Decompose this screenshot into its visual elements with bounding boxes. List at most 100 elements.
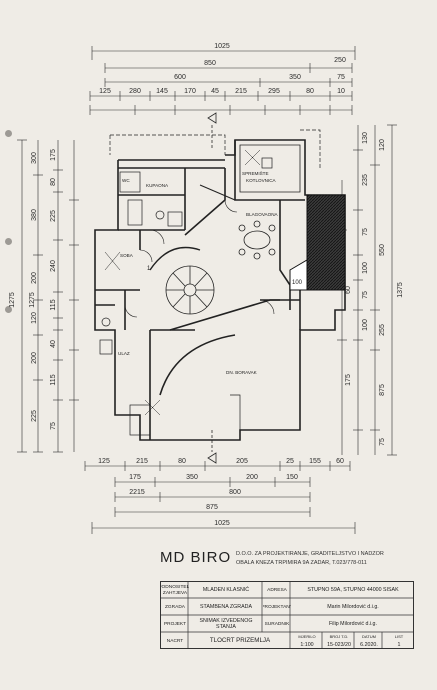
tb-value-zgrada: STAMBENA ZGRADA bbox=[200, 603, 252, 610]
tb-label-zgrada: ZGRADA bbox=[165, 604, 185, 610]
tb-value-projektant: Marin Milordović d.i.g. bbox=[327, 603, 379, 610]
title-block-grid bbox=[160, 581, 414, 649]
hatched-wall-block bbox=[306, 194, 346, 291]
dim-left-c2: 200 bbox=[31, 352, 38, 364]
dim-right-total: 1375 bbox=[397, 282, 404, 298]
room-label-kotlovnica: KOTLOVNICA bbox=[246, 178, 277, 183]
room-label-dnevni: DN. BORAVAK bbox=[226, 370, 258, 375]
tb-label-broj: BROJ T.D. bbox=[329, 633, 349, 639]
dim-top-r2: 350 bbox=[289, 74, 301, 81]
tb-label-nacrt: NACRT bbox=[166, 638, 184, 644]
dim-right-c3: 235 bbox=[362, 174, 369, 186]
stair-label: 100 bbox=[292, 280, 303, 286]
dim-right-c2: 255 bbox=[379, 324, 386, 336]
dim-bottom-r1: 125 bbox=[98, 458, 110, 465]
dim-left-c3: 225 bbox=[50, 210, 57, 222]
dim-bottom-r2: 350 bbox=[186, 474, 198, 481]
right-dimension-values: 1375 120 550 255 875 75 130 235 75 100 7… bbox=[345, 132, 404, 446]
dim-right-c3: 75 bbox=[362, 228, 369, 236]
dim-bottom-r1: 215 bbox=[136, 458, 148, 465]
dim-left-c2: 380 bbox=[31, 209, 38, 221]
dim-bottom-r1: 25 bbox=[286, 458, 294, 465]
right-dimension-chains bbox=[337, 124, 397, 456]
section-markers bbox=[207, 112, 217, 464]
dim-top-r1: 250 bbox=[334, 57, 346, 64]
tb-value-nacrt: TLOCRT PRIZEMLJA bbox=[209, 637, 271, 645]
room-label-blagovaona: BLAGOVAONA bbox=[246, 212, 279, 217]
top-dimension-chains bbox=[89, 46, 356, 115]
tb-value-projekt: SNIMAK IZVEDENOG STANJA bbox=[199, 617, 253, 630]
tb-label-projektant: PROJEKTANT bbox=[263, 604, 291, 610]
dim-bottom-r2: 150 bbox=[286, 474, 298, 481]
dim-top-r3: 80 bbox=[306, 88, 314, 95]
binder-hole bbox=[5, 238, 12, 245]
dim-top-r3: 45 bbox=[211, 88, 219, 95]
dim-left-c3: 115 bbox=[50, 299, 57, 310]
bottom-dimension-values: 125 215 80 205 25 155 60 175 350 200 150… bbox=[98, 458, 344, 527]
dim-right-c4: 60 bbox=[345, 286, 352, 294]
dim-right-c3: 75 bbox=[362, 291, 369, 299]
tb-label-mjerilo: MJERILO bbox=[298, 633, 316, 639]
label-box bbox=[289, 259, 308, 291]
dim-bottom-r1: 80 bbox=[178, 458, 186, 465]
dim-top-r3: 295 bbox=[268, 88, 280, 95]
tb-value-broj: 15-023/20 bbox=[327, 641, 351, 648]
dim-top-r3: 280 bbox=[129, 88, 141, 95]
dim-right-c3: 100 bbox=[362, 262, 369, 274]
tb-label-projekt: PROJEKT bbox=[163, 621, 187, 627]
fixtures bbox=[99, 149, 273, 436]
tb-value-datum: 6.2020. bbox=[360, 641, 378, 648]
dim-left-total: 1275 bbox=[29, 292, 36, 308]
top-dimension-values: 1025 850 250 600 350 75 125 280 145 170 … bbox=[99, 43, 346, 95]
dim-left-c2: 225 bbox=[31, 410, 38, 422]
room-label-wc: WC bbox=[122, 178, 130, 183]
dim-bottom-r1: 60 bbox=[336, 458, 344, 465]
tb-label-datum: DATUM bbox=[362, 633, 376, 639]
tb-label-list: LIST bbox=[394, 633, 404, 639]
dim-right-c3: 100 bbox=[362, 319, 369, 331]
tb-label-adresa: ADRESA bbox=[267, 587, 287, 593]
spiral-staircase bbox=[165, 265, 215, 315]
dim-top-r3: 215 bbox=[235, 88, 247, 95]
dim-top-r2: 600 bbox=[174, 74, 186, 81]
dim-top-r1: 850 bbox=[204, 60, 216, 67]
dim-bottom-r1: 155 bbox=[309, 458, 321, 465]
tb-value-list: 1 bbox=[397, 641, 401, 648]
dim-top-total: 1025 bbox=[214, 43, 230, 50]
dim-left-c2: 300 bbox=[31, 152, 38, 164]
tb-value-podnositelj: MLADEN KLASNIĆ bbox=[202, 586, 250, 593]
company-header: MD BIRO D.O.O. ZA PROJEKTIRANJE, GRADITE… bbox=[160, 549, 420, 577]
stair-number: 1 bbox=[147, 266, 151, 272]
dim-top-r2: 75 bbox=[337, 74, 345, 81]
room-label-soba: SOBA bbox=[120, 253, 134, 258]
company-line-2: OBALA KNEZA TRPIMIRA 9A ZADAR, T.023/778… bbox=[236, 560, 367, 566]
binder-hole bbox=[5, 130, 12, 137]
dim-bottom-r4: 875 bbox=[206, 504, 218, 511]
dim-left-c3: 75 bbox=[50, 422, 57, 430]
tb-value-suradnik: Filip Milordović d.i.g. bbox=[329, 620, 377, 627]
tb-value-mjerilo: 1:100 bbox=[300, 641, 314, 648]
dim-right-c2: 120 bbox=[379, 139, 386, 151]
room-label-spremiste: SPREMIŠTE bbox=[242, 170, 269, 176]
tb-label-suradnik: SURADNIK bbox=[264, 621, 290, 627]
room-label-kupaona: KUPAONA bbox=[146, 183, 169, 188]
dim-bottom-total: 1025 bbox=[214, 520, 230, 527]
company-logo: MD BIRO bbox=[160, 549, 232, 566]
dim-left-total: 1275 bbox=[9, 292, 16, 308]
bottom-dimension-chains bbox=[84, 461, 356, 534]
tb-label-podnositelj: PODNOSITELJ ZAHTJEVA bbox=[161, 585, 189, 596]
dim-left-c3: 40 bbox=[50, 340, 57, 348]
dim-bottom-r3: 2215 bbox=[129, 489, 145, 496]
dim-right-c4: 175 bbox=[345, 374, 352, 386]
dim-left-c2: 120 bbox=[31, 312, 38, 324]
binder-hole bbox=[5, 306, 12, 313]
company-line-1: D.O.O. ZA PROJEKTIRANJE, GRADITELJSTVO I… bbox=[236, 551, 384, 557]
dim-right-c3: 130 bbox=[362, 132, 369, 144]
dim-right-c2: 875 bbox=[379, 384, 386, 396]
dim-bottom-r2: 175 bbox=[129, 474, 141, 481]
dim-right-c2: 550 bbox=[379, 244, 386, 256]
dim-left-c3: 175 bbox=[50, 149, 57, 161]
dim-left-c3: 115 bbox=[50, 374, 57, 385]
